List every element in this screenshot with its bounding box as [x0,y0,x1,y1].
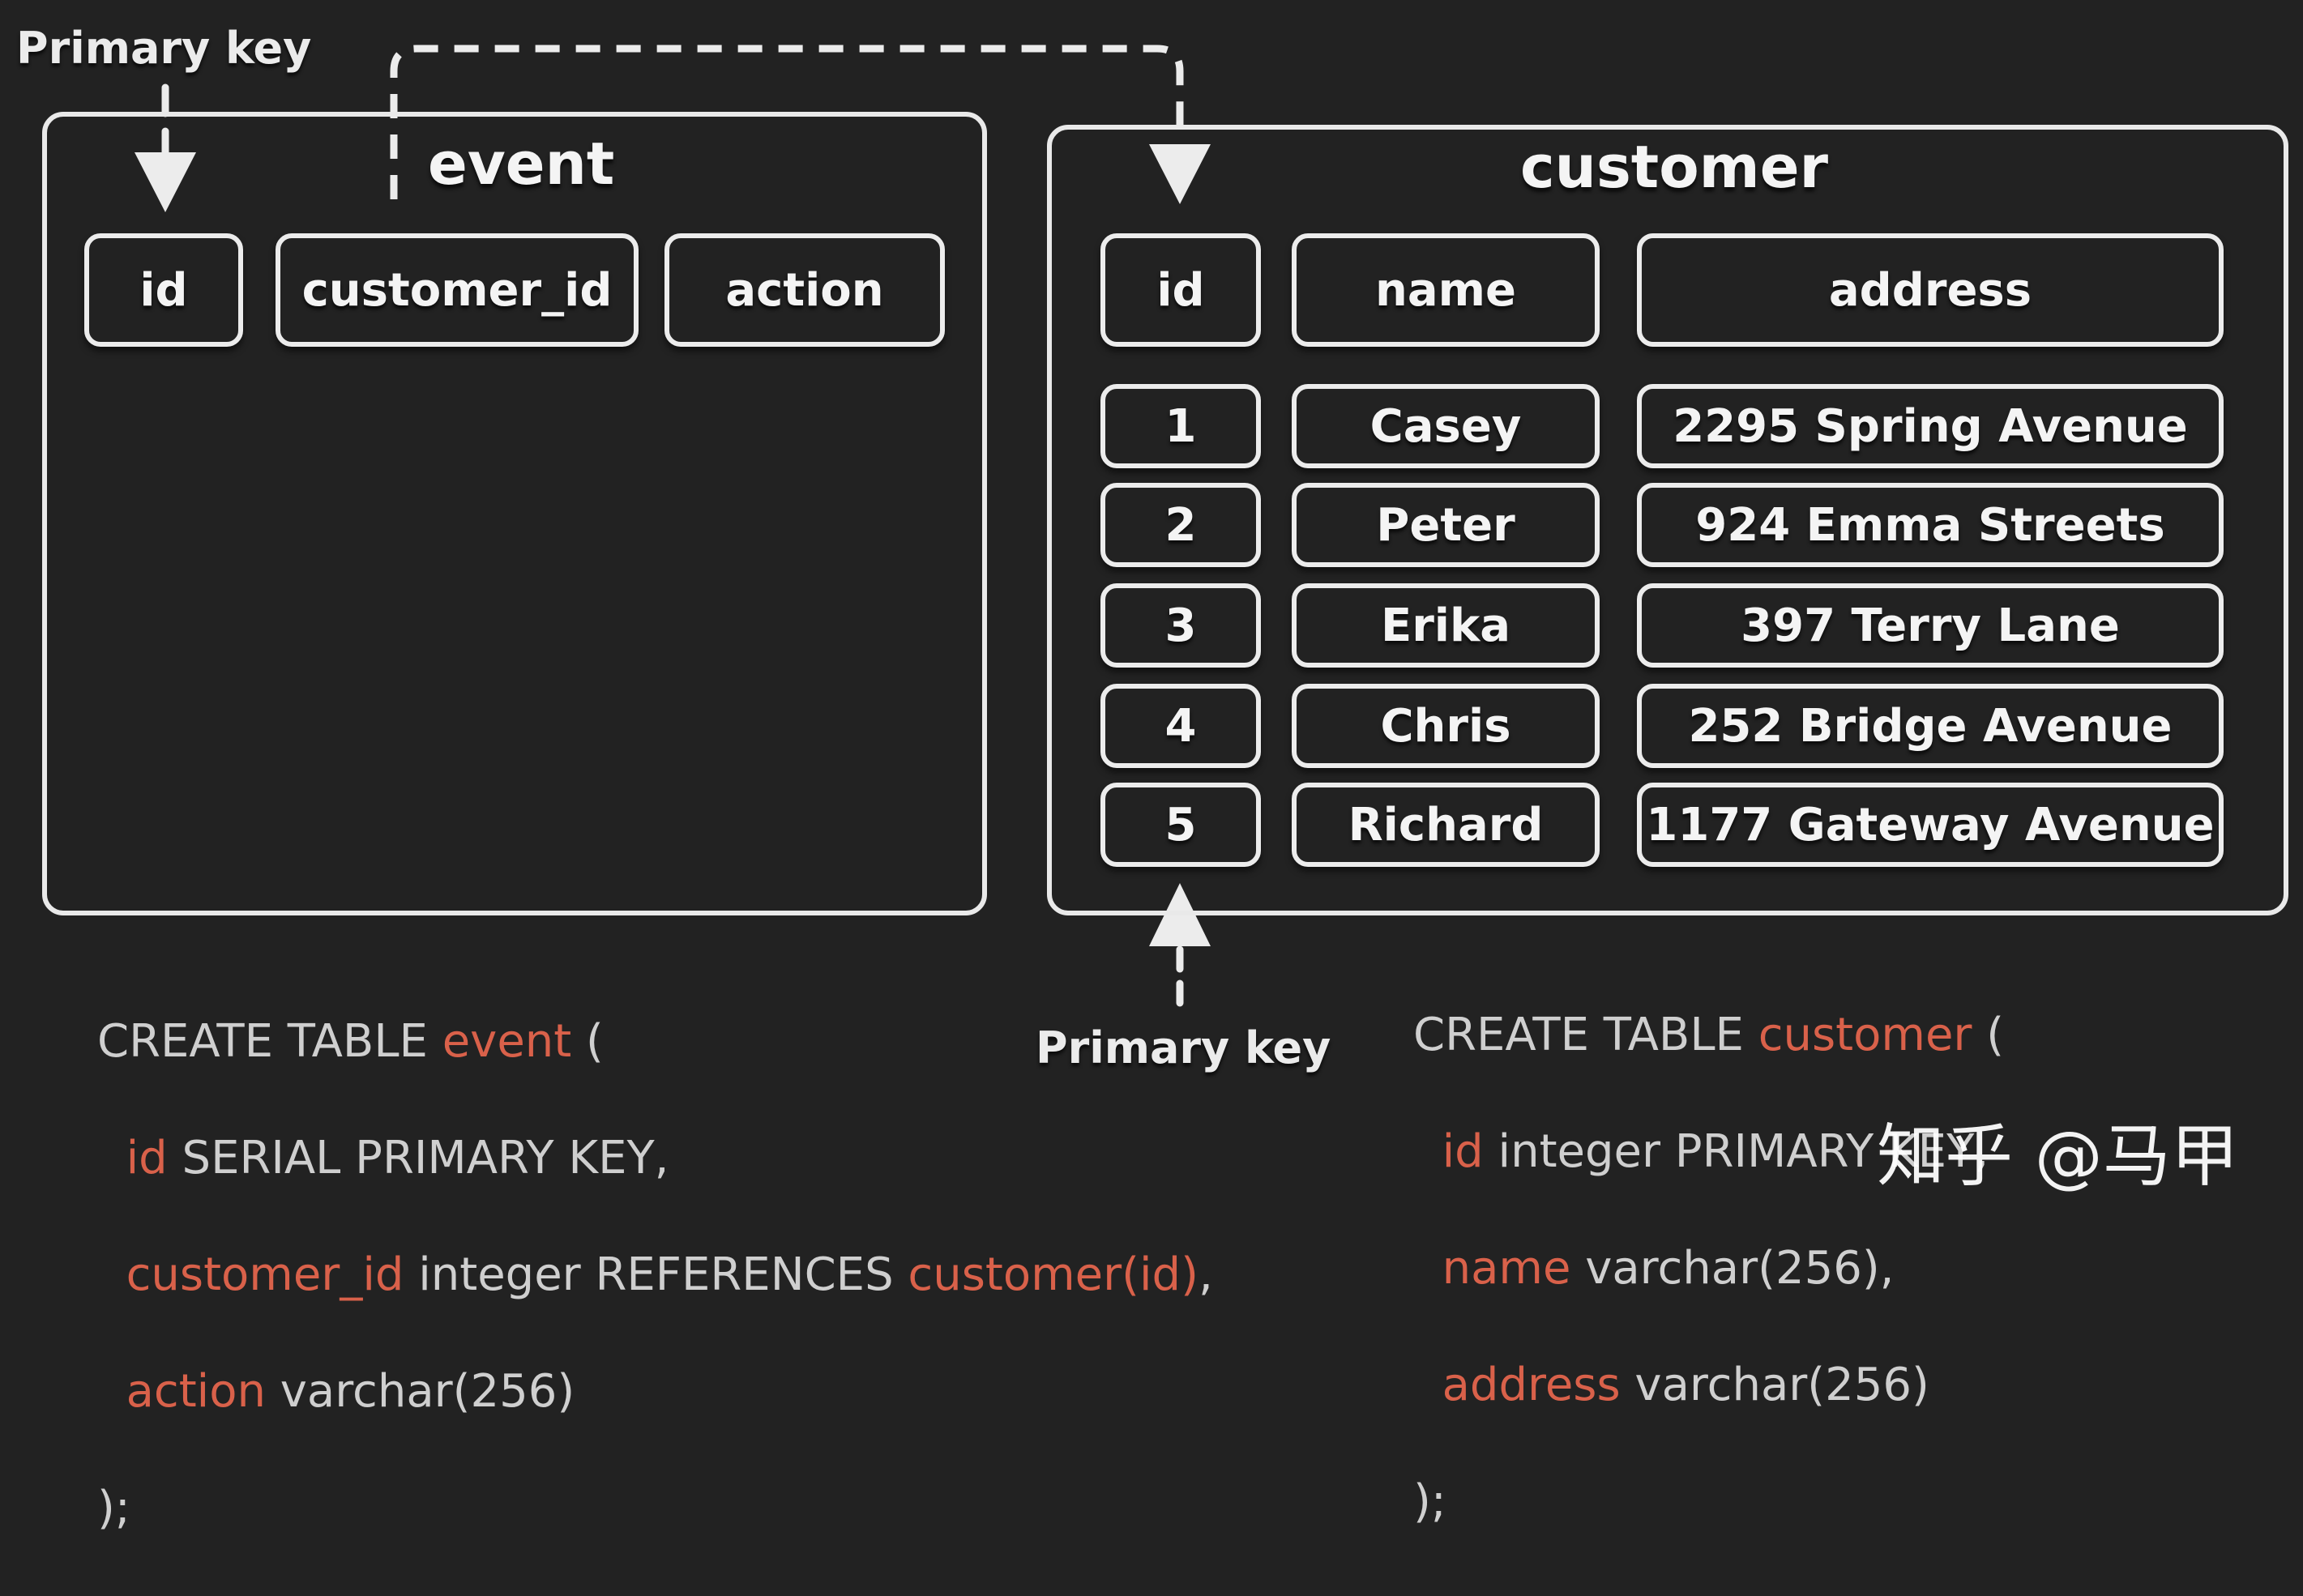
customer-row-5-name: Richard [1292,783,1600,867]
event-column-customer-id: customer_id [276,233,639,347]
customer-table-title: customer [1520,133,1829,201]
customer-row-2-address: 924 Emma Streets [1637,483,2224,567]
customer-row-4-id: 4 [1100,684,1261,768]
customer-sql-code: CREATE TABLE customer ( id integer PRIMA… [1413,948,2004,1590]
primary-key-label-bottom: Primary key [1036,1022,1331,1073]
customer-row-1-address: 2295 Spring Avenue [1637,384,2224,468]
foreign-key-connector [390,45,1184,199]
primary-key-label-top: Primary key [16,23,312,74]
customer-row-5-address: 1177 Gateway Avenue [1637,783,2224,867]
customer-sql-line-2: id integer PRIMARY KEY, [1442,1125,1989,1178]
customer-sql-line-1: CREATE TABLE customer ( [1413,1009,2005,1061]
event-sql-line-2: id SERIAL PRIMARY KEY, [126,1132,669,1184]
customer-table-panel [1047,125,2288,915]
event-sql-line-1: CREATE TABLE event ( [97,1015,604,1068]
primary-key-arrow-event [135,83,196,212]
customer-sql-line-4: address varchar(256) [1442,1359,1929,1411]
customer-row-1-id: 1 [1100,384,1261,468]
customer-row-5-id: 5 [1100,783,1261,867]
customer-column-address: address [1637,233,2224,347]
customer-row-3-id: 3 [1100,583,1261,668]
event-table-panel [42,112,987,915]
event-table-title: event [428,130,615,198]
foreign-key-arrowhead [1149,144,1211,204]
customer-sql-line-3: name varchar(256), [1442,1242,1895,1295]
customer-row-3-name: Erika [1292,583,1600,668]
customer-column-name: name [1292,233,1600,347]
customer-column-id: id [1100,233,1261,347]
watermark: 知乎 @马甲 [1877,1116,2239,1196]
customer-row-4-address: 252 Bridge Avenue [1637,684,2224,768]
event-sql-line-5: ); [97,1482,130,1534]
event-column-id: id [84,233,243,347]
event-column-action: action [664,233,945,347]
customer-row-4-name: Chris [1292,684,1600,768]
event-sql-line-3: customer_id integer REFERENCES customer(… [126,1248,1213,1301]
event-sql-line-4: action varchar(256) [126,1365,575,1418]
customer-row-1-name: Casey [1292,384,1600,468]
customer-row-2-id: 2 [1100,483,1261,567]
customer-sql-line-5: ); [1413,1475,1446,1528]
customer-row-3-address: 397 Terry Lane [1637,583,2224,668]
customer-row-2-name: Peter [1292,483,1600,567]
event-sql-code: CREATE TABLE event ( id SERIAL PRIMARY K… [97,954,1213,1596]
